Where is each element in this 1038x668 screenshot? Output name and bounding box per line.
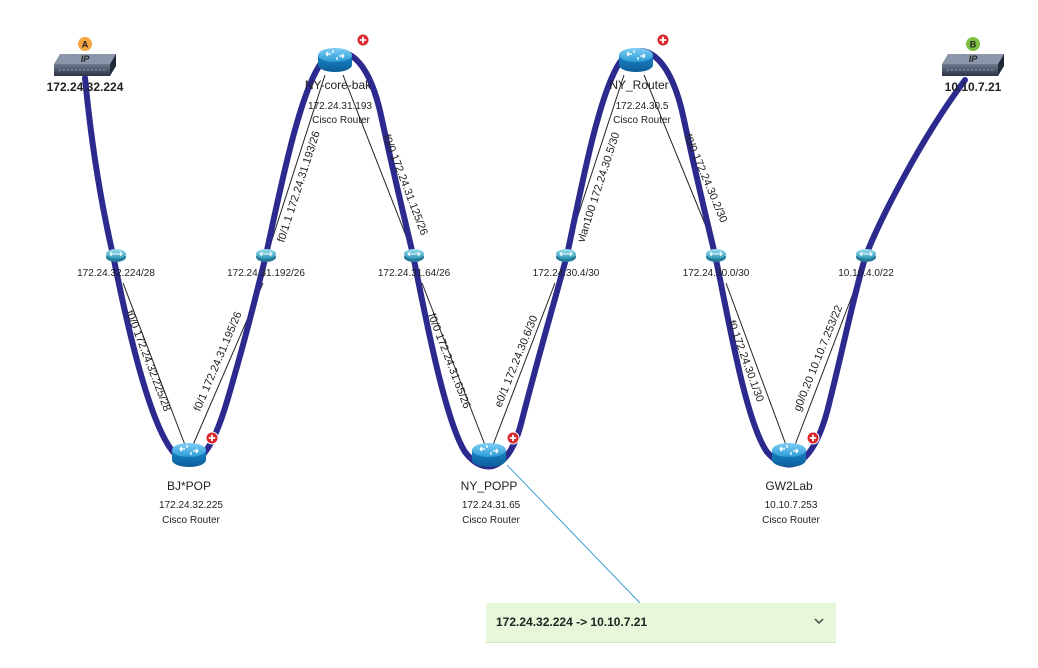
subnet-node-s2[interactable]: 172.24.31.192/26	[227, 249, 305, 279]
link-line	[725, 282, 787, 446]
router-ip: 10.10.7.253	[765, 500, 818, 511]
subnet-nodes: 172.24.32.224/28 172.24.31.192/26 172.24…	[77, 249, 894, 279]
router-name: GW2Lab	[765, 479, 813, 493]
ip-device-icon: IP	[54, 54, 116, 76]
svg-text:IP: IP	[81, 54, 91, 64]
router-icon	[619, 48, 653, 72]
path-title: 172.24.32.224 -> 10.10.7.21	[496, 615, 648, 629]
subnet-node-s5[interactable]: 172.24.30.0/30	[683, 249, 750, 279]
router-type: Cisco Router	[613, 115, 671, 126]
subnet-label: 172.24.32.224/28	[77, 268, 155, 279]
interface-label-if6: e0/1 172.24.30.6/30	[493, 314, 541, 409]
subnet-label: 172.24.30.4/30	[533, 268, 600, 279]
router-node-ny-router[interactable]: NY_Router 172.24.30.5 Cisco Router	[609, 33, 672, 126]
chevron-down-icon[interactable]	[810, 612, 828, 630]
router-type: Cisco Router	[762, 515, 820, 526]
subnet-node-s3[interactable]: 172.24.31.64/26	[378, 249, 451, 279]
endpoint-ip: 10.10.7.21	[945, 80, 1002, 94]
router-name: NY-core-bak	[305, 78, 372, 92]
router-icon	[318, 48, 352, 72]
add-icon[interactable]	[806, 431, 820, 445]
router-type: Cisco Router	[162, 515, 220, 526]
svg-text:IP: IP	[969, 54, 979, 64]
endpoint-node-b[interactable]: IP B 10.10.7.21	[942, 37, 1004, 94]
link-line	[421, 282, 486, 446]
subnet-label: 172.24.31.192/26	[227, 268, 305, 279]
router-ip: 172.24.31.193	[308, 101, 372, 112]
hub-icon	[556, 249, 576, 262]
router-icon	[172, 443, 206, 467]
hub-icon	[404, 249, 424, 262]
router-node-bj-pop[interactable]: BJ*POP 172.24.32.225 Cisco Router	[159, 431, 223, 526]
badge-label: A	[82, 40, 89, 50]
router-icon	[472, 443, 506, 467]
link-line	[122, 282, 186, 446]
router-nodes: NY-core-bak 172.24.31.193 Cisco Router N…	[159, 33, 821, 526]
router-node-gw2lab[interactable]: GW2Lab 10.10.7.253 Cisco Router	[762, 431, 821, 526]
link-line	[794, 282, 858, 446]
callout-line	[506, 464, 641, 604]
link-line	[643, 74, 715, 247]
add-icon[interactable]	[656, 33, 670, 47]
link-line	[342, 74, 411, 247]
add-icon[interactable]	[205, 431, 219, 445]
endpoint-nodes: IP A 172.24.32.224 IP B 10.10.7.21	[47, 37, 1004, 94]
ip-device-icon: IP	[942, 54, 1004, 76]
router-ip: 172.24.32.225	[159, 500, 223, 511]
router-icon	[772, 443, 806, 467]
subnet-label: 172.24.31.64/26	[378, 268, 451, 279]
hub-icon	[256, 249, 276, 262]
hub-icon	[706, 249, 726, 262]
add-icon[interactable]	[506, 431, 520, 445]
subnet-label: 10.10.4.0/22	[838, 268, 894, 279]
link-line	[492, 282, 556, 446]
router-ip: 172.24.31.65	[462, 500, 521, 511]
hub-icon	[106, 249, 126, 262]
subnet-label: 172.24.30.0/30	[683, 268, 750, 279]
router-node-ny-core-bak[interactable]: NY-core-bak 172.24.31.193 Cisco Router	[305, 33, 373, 126]
hub-icon	[856, 249, 876, 262]
router-type: Cisco Router	[312, 115, 370, 126]
endpoint-badge-b: B	[966, 37, 980, 51]
router-name: BJ*POP	[167, 479, 211, 493]
subnet-node-s6[interactable]: 10.10.4.0/22	[838, 249, 894, 279]
endpoint-badge-a: A	[78, 37, 92, 51]
subnet-node-s4[interactable]: 172.24.30.4/30	[533, 249, 600, 279]
router-node-ny-popp[interactable]: NY_POPP 172.24.31.65 Cisco Router	[461, 431, 521, 526]
endpoint-ip: 172.24.32.224	[47, 80, 124, 94]
add-icon[interactable]	[356, 33, 370, 47]
link-line	[269, 74, 326, 247]
router-type: Cisco Router	[462, 515, 520, 526]
path-summary-panel[interactable]: 172.24.32.224 -> 10.10.7.21	[486, 603, 836, 643]
router-ip: 172.24.30.5	[616, 101, 669, 112]
router-name: NY_Router	[609, 78, 668, 92]
subnet-node-s1[interactable]: 172.24.32.224/28	[77, 249, 155, 279]
endpoint-node-a[interactable]: IP A 172.24.32.224	[47, 37, 124, 94]
badge-label: B	[970, 40, 977, 50]
router-name: NY_POPP	[461, 479, 518, 493]
trace-path	[82, 48, 968, 470]
